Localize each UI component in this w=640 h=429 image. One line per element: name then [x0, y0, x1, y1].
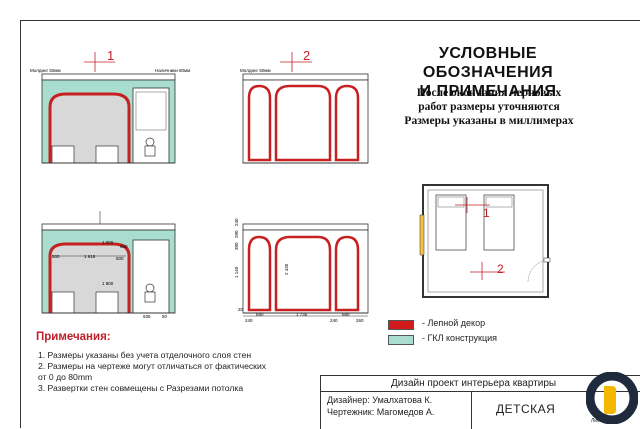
- elevation-3-dim-8: 50: [162, 314, 168, 319]
- elevation-3-dim-2: 1 618: [84, 254, 96, 259]
- subtitle-line-3: Размеры указаны в миллимерах: [404, 115, 574, 127]
- elevation-3-dim-1: 500: [52, 254, 60, 259]
- plan-marker-2: 2: [497, 262, 504, 276]
- elevation-4-dim-6: 260: [356, 318, 364, 323]
- elevation-2-label-left: Молдинг 50мм: [240, 68, 271, 73]
- notes-heading: Примечания:: [36, 331, 111, 343]
- title-block-header-row: [321, 376, 640, 392]
- room-name: ДЕТСКАЯ: [496, 402, 556, 416]
- title-line-2: И ПРИМЕЧАНИЯ: [419, 83, 557, 100]
- note-item: 1. Размеры указаны без учета отделочного…: [38, 350, 252, 360]
- elevation-1: 1 Молдинг 50мм Наличники 80мм: [30, 48, 190, 164]
- elevation-3-dim-6: 600: [120, 244, 128, 249]
- elevation-2-marker: 2: [303, 48, 310, 63]
- project-name: Дизайн проект интерьера квартиры: [391, 378, 557, 389]
- elevation-4-dim-2: 680: [256, 312, 264, 317]
- drawing-sheet-frame: [20, 20, 640, 428]
- elevation-4-dim-7: 2 430: [284, 263, 289, 275]
- brand-logo-icon: [586, 372, 638, 424]
- floor-plan: 1 2: [419, 184, 551, 298]
- elevation-4-dim-4: 240: [330, 318, 338, 323]
- subtitle-line-2: работ размеры уточняются: [418, 101, 560, 113]
- drafter-name: Чертежник: Магомедов А.: [327, 407, 435, 417]
- elevation-1-marker: 1: [107, 48, 114, 63]
- elevation-4: 240 680 1 735 240 680 260 2 430 1 140 38…: [234, 218, 369, 323]
- legend-swatch-gkl: [388, 335, 414, 345]
- plan-marker-1: 1: [483, 206, 490, 220]
- elevation-3-dim-5: 1 800: [102, 281, 114, 286]
- elevation-4-dim-1: 240: [245, 318, 253, 323]
- elevation-3-dim-4: 1 000: [102, 240, 114, 245]
- note-item: от 0 до 80mm: [38, 372, 93, 382]
- elevation-4-dim-11: 240: [234, 218, 239, 226]
- note-item: 3. Развертки стен совмещены с Разрезами …: [38, 383, 244, 393]
- elevation-3: 500 1 618 500 1 000 1 800 600 935 50: [41, 211, 176, 319]
- subtitle-line-1: После окончания черновых: [416, 87, 562, 99]
- designer-name: Дизайнер: Умалхатова К.: [327, 395, 433, 405]
- elevation-2: 2 Молдинг 50мм: [240, 48, 369, 164]
- note-item: 2. Размеры на чертеже могут отличаться о…: [38, 361, 267, 371]
- elevation-1-label-right: Наличники 80мм: [155, 68, 190, 73]
- notes-list: 1. Размеры указаны без учета отделочного…: [38, 350, 266, 394]
- legend-label-decor: - Лепной декор: [422, 318, 486, 328]
- elevation-4-dim-8: 1 140: [234, 266, 239, 278]
- elevation-4-dim-5: 680: [342, 312, 350, 317]
- legend-label-gkl: - ГКЛ конструкция: [422, 333, 498, 343]
- room-cell: ДЕТСКАЯ: [471, 391, 592, 429]
- elevation-3-dim-3: 500: [116, 256, 124, 261]
- title-line-1: УСЛОВНЫЕ ОБОЗНАЧЕНИЯ: [422, 45, 554, 81]
- elevation-4-dim-10: 280: [234, 230, 239, 238]
- elevation-4-dim-9: 380: [234, 242, 239, 250]
- elevation-4-dim-3: 1 735: [296, 312, 308, 317]
- page-title: УСЛОВНЫЕ ОБОЗНАЧЕНИЯ И ПРИМЕЧАНИЯ: [372, 44, 604, 101]
- elevation-3-dim-7: 935: [143, 314, 151, 319]
- subtitle: После окончания черновых работ размеры у…: [378, 86, 600, 128]
- elevation-4-dim-12: 20: [238, 307, 244, 312]
- elevation-1-label-left: Молдинг 50мм: [30, 68, 61, 73]
- legend-swatch-decor: [388, 320, 414, 330]
